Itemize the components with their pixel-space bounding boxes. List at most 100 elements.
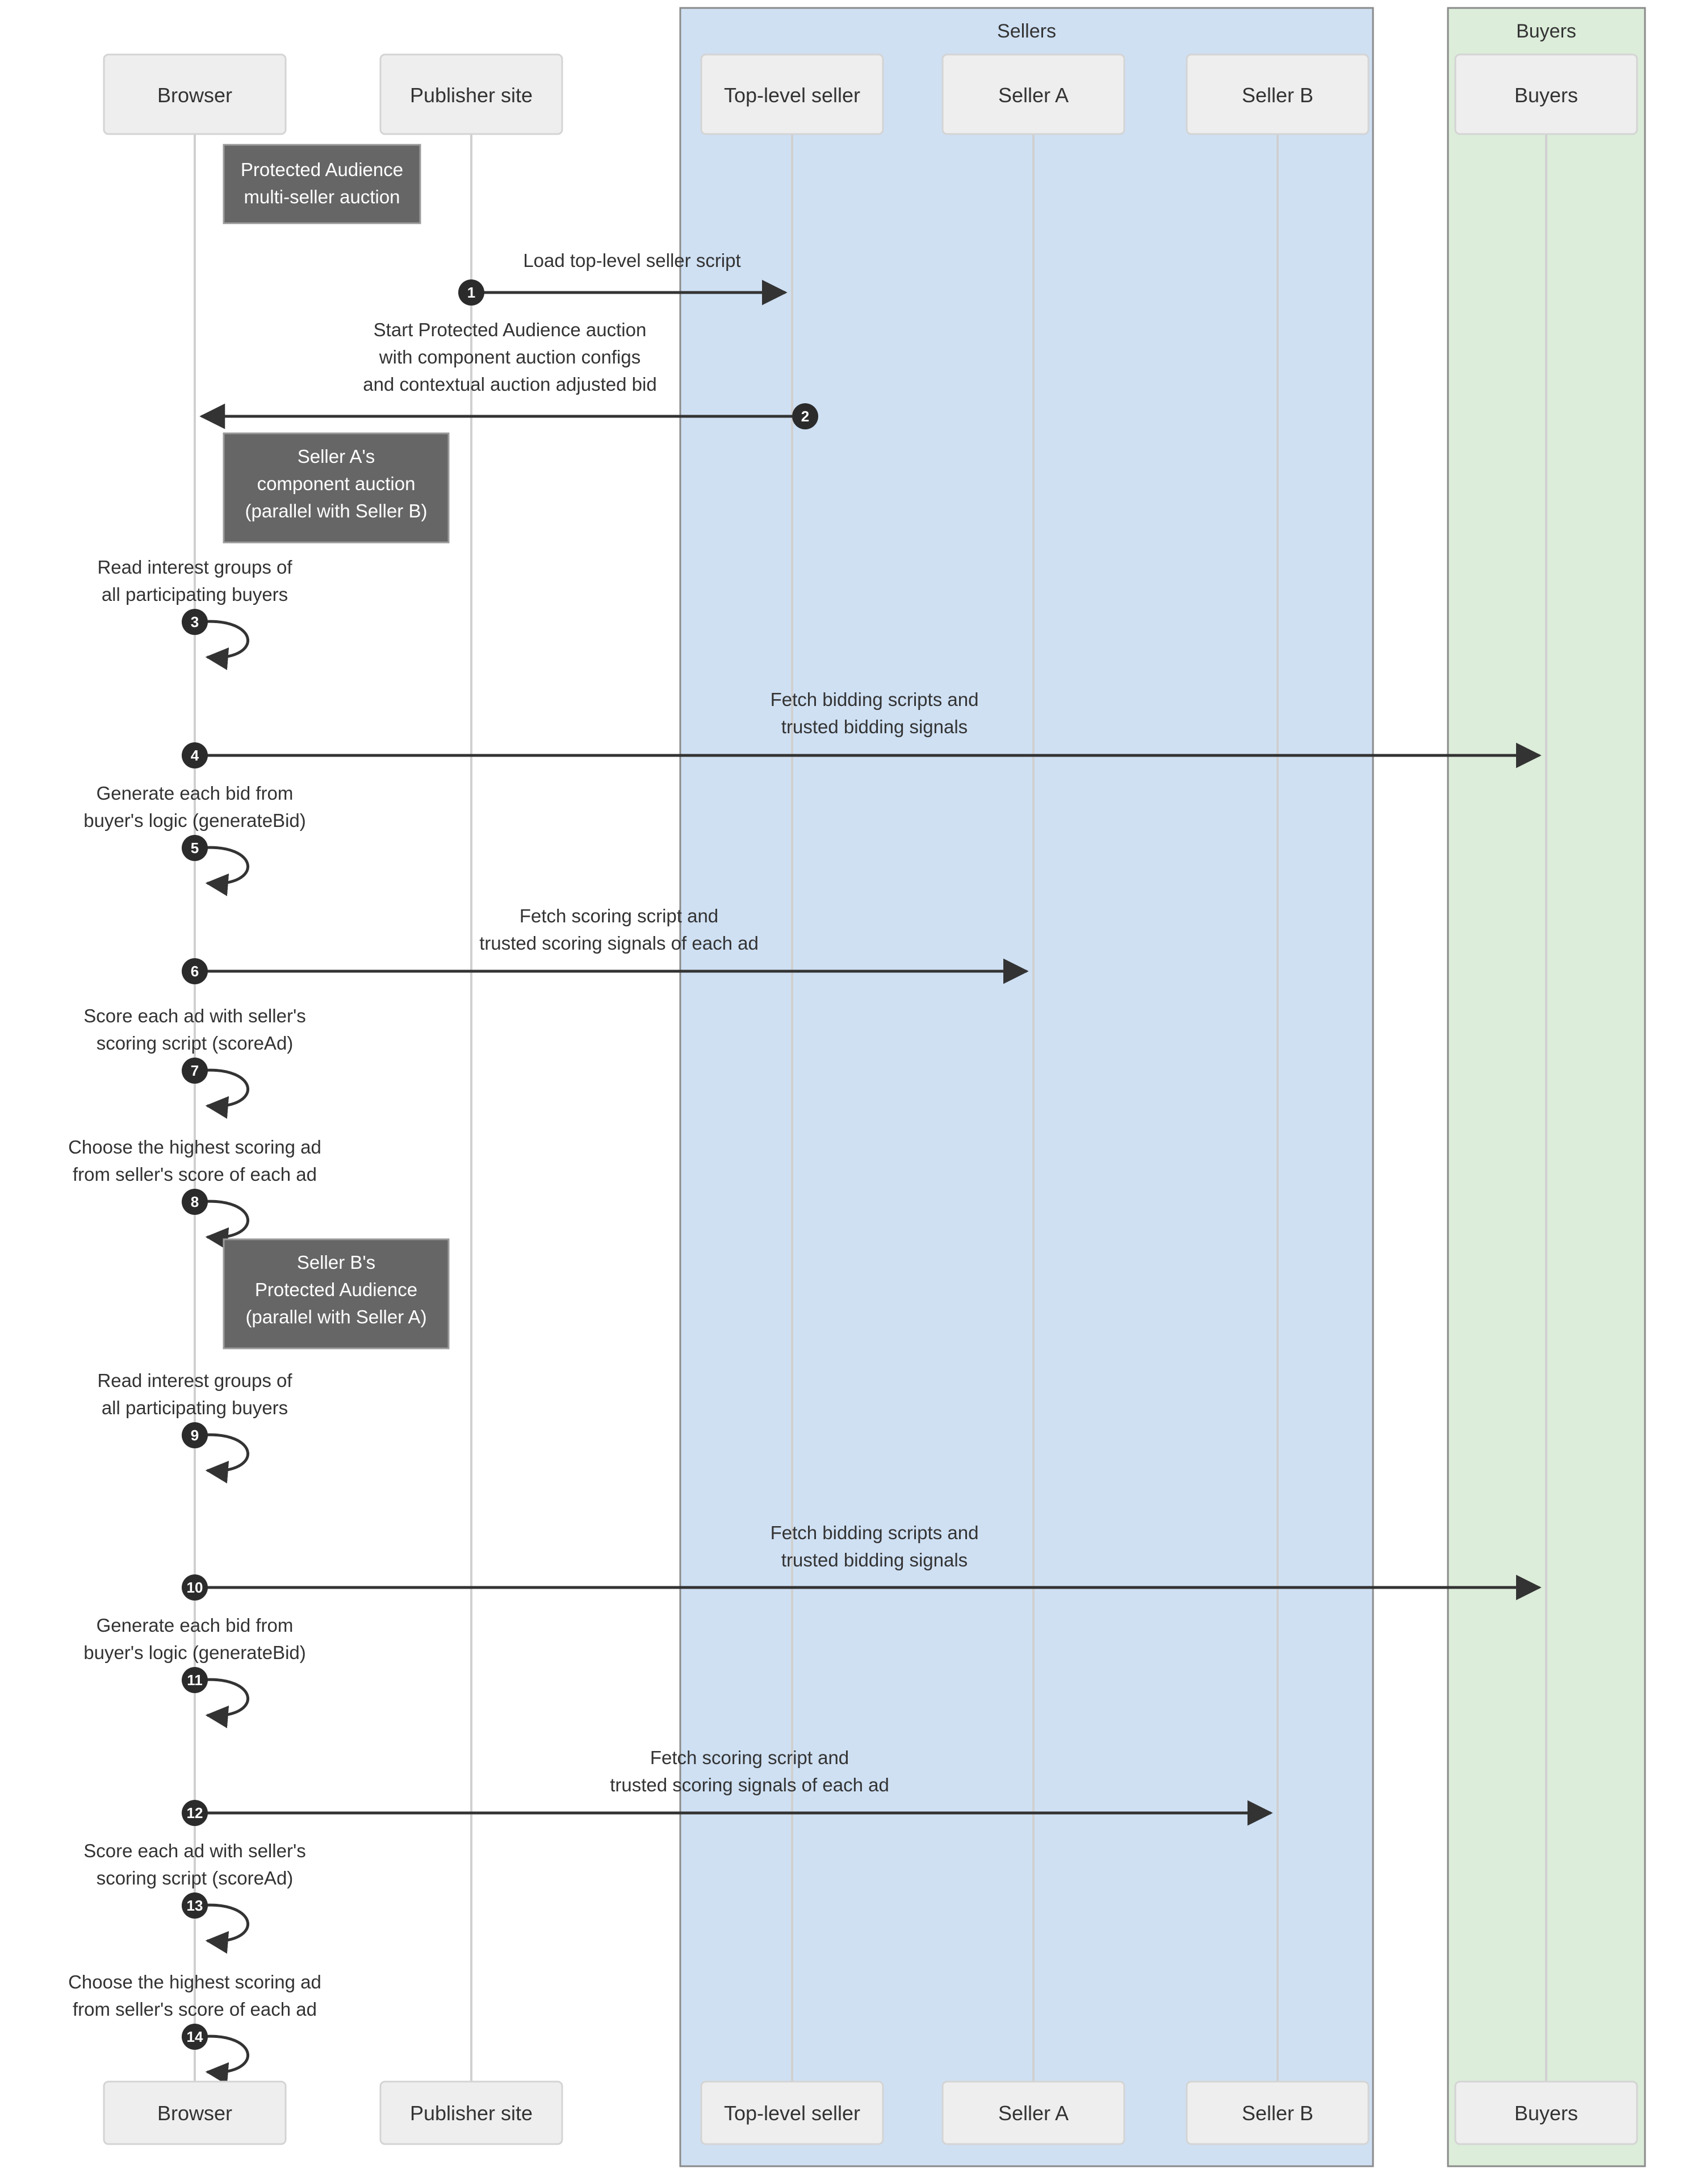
- message-11-label-line-1: Generate each bid from: [97, 1615, 294, 1636]
- message-11-self-loop[interactable]: [199, 1678, 249, 1728]
- group-buyers-label: Buyers: [1516, 20, 1576, 42]
- message-3[interactable]: Read interest groups of all participatin…: [97, 557, 292, 670]
- message-7[interactable]: Score each ad with seller's scoring scri…: [83, 1005, 306, 1119]
- actor-buyers-bottom-rect[interactable]: [1454, 2080, 1638, 2145]
- actor-topseller-bottom[interactable]: Top-level seller: [700, 2080, 884, 2145]
- message-14-self-loop[interactable]: [199, 2034, 249, 2085]
- actor-publisher-bottom-rect[interactable]: [379, 2080, 563, 2145]
- actor-publisher-top[interactable]: Publisher site: [379, 53, 563, 135]
- message-10-label-line-1: Fetch bidding scripts and: [771, 1522, 979, 1543]
- actor-topseller-top-label: Top-level seller: [724, 83, 860, 107]
- message-8-seq-number: 8: [191, 1193, 199, 1210]
- message-7-label-line-1: Score each ad with seller's: [83, 1005, 306, 1026]
- actor-publisher-top-rect[interactable]: [379, 53, 563, 135]
- message-14-label-line-1: Choose the highest scoring ad: [68, 1971, 321, 1992]
- message-3-label-line-1: Read interest groups of: [97, 557, 292, 578]
- actor-sellera-top-rect[interactable]: [941, 53, 1125, 135]
- note-2-line-3: (parallel with Seller B): [245, 500, 428, 521]
- message-13-self-loop[interactable]: [199, 1903, 249, 1954]
- actor-buyers-top-label: Buyers: [1514, 83, 1578, 107]
- message-12[interactable]: Fetch scoring script and trusted scoring…: [182, 1747, 1273, 1826]
- message-5-self-loop[interactable]: [199, 846, 249, 896]
- message-13-seq-number: 13: [187, 1897, 203, 1914]
- actor-publisher-bottom[interactable]: Publisher site: [379, 2080, 563, 2145]
- actor-browser-bottom[interactable]: Browser: [103, 2080, 287, 2145]
- message-4-seq-number: 4: [191, 747, 199, 764]
- message-13-label-line-1: Score each ad with seller's: [83, 1840, 306, 1861]
- actor-sellera-bottom-rect[interactable]: [941, 2080, 1125, 2145]
- group-sellers: Sellers: [679, 7, 1374, 2167]
- message-12-label-line-1: Fetch scoring script and: [650, 1747, 849, 1768]
- message-1-seq-badge: [458, 279, 484, 306]
- message-4-label-line-2: trusted bidding signals: [781, 716, 968, 737]
- message-5-label-line-1: Generate each bid from: [97, 783, 294, 804]
- note-seller-b-protected-audience: Seller B's Protected Audience (parallel …: [223, 1238, 450, 1349]
- actor-sellera-top[interactable]: Seller A: [941, 53, 1125, 135]
- message-9-seq-number: 9: [191, 1427, 199, 1444]
- message-14-seq-badge: [182, 2024, 208, 2050]
- lifelines: [194, 134, 1547, 2082]
- message-13-label-line-2: scoring script (scoreAd): [97, 1867, 294, 1888]
- actor-sellerb-bottom-rect[interactable]: [1186, 2080, 1370, 2145]
- message-2[interactable]: Start Protected Audience auction with co…: [199, 319, 818, 429]
- message-3-seq-badge: [182, 609, 208, 635]
- actor-sellera-bottom[interactable]: Seller A: [941, 2080, 1125, 2145]
- message-6[interactable]: Fetch scoring script and trusted scoring…: [182, 905, 1029, 984]
- message-1-label-line-1: Load top-level seller script: [523, 250, 740, 271]
- group-sellers-label: Sellers: [997, 20, 1056, 42]
- message-3-seq-number: 3: [191, 613, 199, 630]
- actor-browser-bottom-rect[interactable]: [103, 2080, 287, 2145]
- note-seller-a-component-auction: Seller A's component auction (parallel w…: [223, 432, 450, 544]
- message-11-seq-badge: [182, 1667, 208, 1693]
- message-6-seq-number: 6: [191, 963, 199, 980]
- message-2-label-line-1: Start Protected Audience auction: [374, 319, 647, 340]
- message-5-label-line-2: buyer's logic (generateBid): [83, 810, 306, 831]
- actor-sellerb-top[interactable]: Seller B: [1186, 53, 1370, 135]
- message-4[interactable]: Fetch bidding scripts and trusted biddin…: [182, 689, 1542, 768]
- message-7-self-loop[interactable]: [199, 1068, 249, 1119]
- message-5-seq-badge: [182, 835, 208, 861]
- actor-sellerb-bottom[interactable]: Seller B: [1186, 2080, 1370, 2145]
- actor-buyers-bottom-label: Buyers: [1514, 2101, 1578, 2125]
- message-13[interactable]: Score each ad with seller's scoring scri…: [83, 1840, 306, 1954]
- actor-buyers-top-rect[interactable]: [1454, 53, 1638, 135]
- message-9[interactable]: Read interest groups of all participatin…: [97, 1370, 292, 1484]
- note-3-line-3: (parallel with Seller A): [245, 1306, 426, 1327]
- message-9-label-line-1: Read interest groups of: [97, 1370, 292, 1391]
- note-2-line-1: Seller A's: [298, 446, 375, 467]
- message-5-seq-number: 5: [191, 839, 199, 856]
- message-12-label-line-2: trusted scoring signals of each ad: [610, 1774, 889, 1795]
- message-3-self-loop[interactable]: [199, 620, 249, 670]
- message-14-seq-number: 14: [187, 2028, 203, 2045]
- actor-sellerb-bottom-label: Seller B: [1242, 2101, 1313, 2125]
- note-3-line-1: Seller B's: [297, 1252, 375, 1273]
- actor-sellerb-top-rect[interactable]: [1186, 53, 1370, 135]
- actor-publisher-top-label: Publisher site: [410, 83, 533, 107]
- message-2-seq-badge: [792, 403, 818, 429]
- actor-topseller-top[interactable]: Top-level seller: [700, 53, 884, 135]
- actor-topseller-top-rect[interactable]: [700, 53, 884, 135]
- message-2-label-line-2: with component auction configs: [379, 346, 640, 367]
- message-8[interactable]: Choose the highest scoring ad from selle…: [68, 1137, 321, 1250]
- message-1[interactable]: Load top-level seller script 1: [458, 250, 788, 306]
- message-8-self-loop[interactable]: [199, 1200, 249, 1250]
- message-8-label-line-2: from seller's score of each ad: [73, 1164, 317, 1185]
- actor-browser-top-rect[interactable]: [103, 53, 287, 135]
- message-5[interactable]: Generate each bid from buyer's logic (ge…: [83, 783, 306, 896]
- actor-browser-top-label: Browser: [157, 83, 232, 107]
- message-14[interactable]: Choose the highest scoring ad from selle…: [68, 1971, 321, 2085]
- message-7-seq-number: 7: [191, 1062, 199, 1079]
- actor-buyers-top[interactable]: Buyers: [1454, 53, 1638, 135]
- message-9-label-line-2: all participating buyers: [102, 1397, 288, 1418]
- actor-publisher-bottom-label: Publisher site: [410, 2101, 533, 2125]
- message-6-label-line-1: Fetch scoring script and: [520, 905, 718, 926]
- message-1-seq-number: 1: [467, 284, 475, 301]
- message-8-seq-badge: [182, 1189, 208, 1215]
- message-9-self-loop[interactable]: [199, 1433, 249, 1484]
- actor-browser-top[interactable]: Browser: [103, 53, 287, 135]
- message-10[interactable]: Fetch bidding scripts and trusted biddin…: [182, 1522, 1542, 1601]
- message-11[interactable]: Generate each bid from buyer's logic (ge…: [83, 1615, 306, 1728]
- actor-topseller-bottom-rect[interactable]: [700, 2080, 884, 2145]
- actor-buyers-bottom[interactable]: Buyers: [1454, 2080, 1638, 2145]
- message-7-seq-badge: [182, 1058, 208, 1084]
